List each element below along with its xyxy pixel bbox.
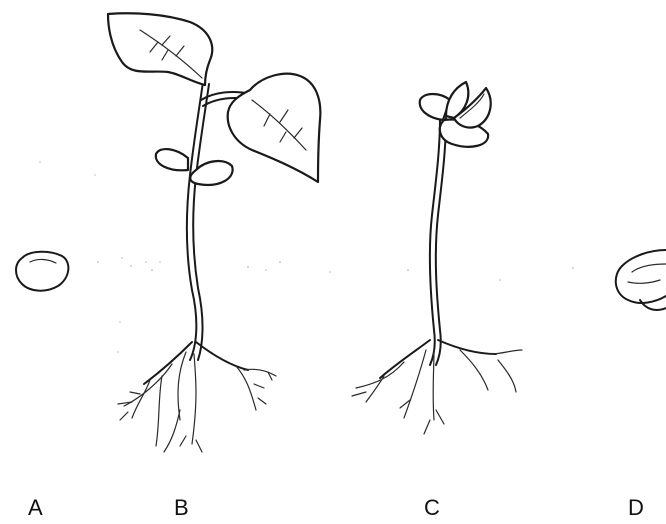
seedling-c (352, 82, 522, 434)
seed-d (616, 250, 666, 310)
label-c: C (424, 497, 440, 519)
label-b: B (174, 497, 189, 519)
label-d: D (628, 497, 644, 519)
seedling-b (108, 13, 320, 452)
seed-a (16, 252, 68, 291)
label-a: A (28, 497, 43, 519)
soil-speckles (39, 161, 574, 352)
